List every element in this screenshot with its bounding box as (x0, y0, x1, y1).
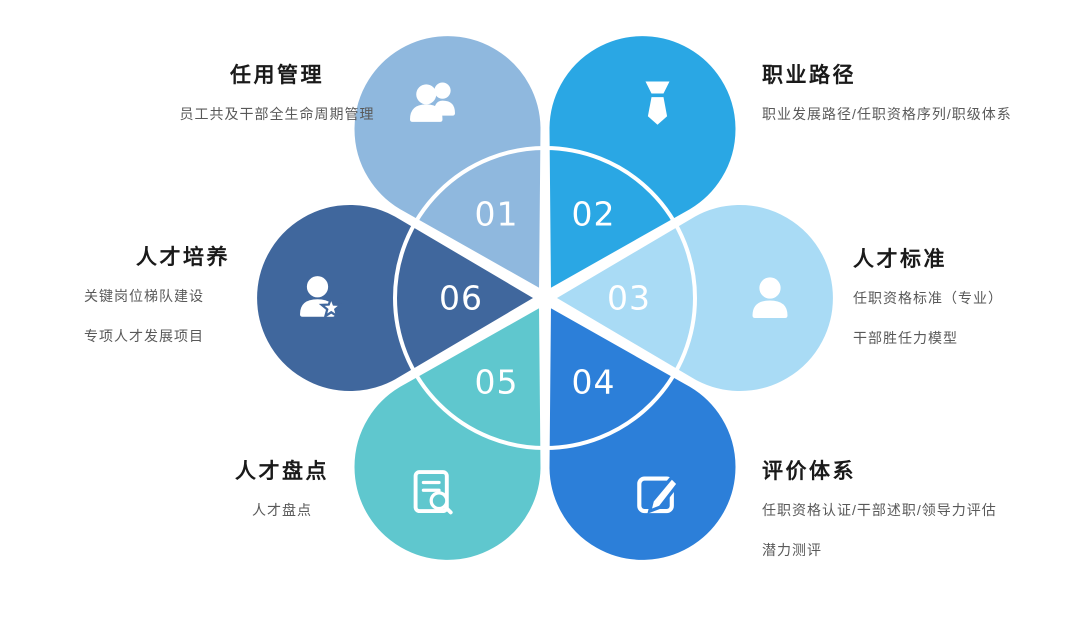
section-title: 评价体系 (762, 460, 856, 483)
edit-icon (637, 474, 681, 514)
section-title: 人才培养 (136, 246, 230, 269)
section-subtitle: 专项人才发展项目 (84, 328, 204, 344)
label-group-02: 职业路径 职业发展路径/任职资格序列/职级体系 (762, 62, 1062, 126)
section-subtitle: 任职资格标准（专业） (853, 290, 1003, 306)
label-group-01: 任用管理 员工共及干部全生命周期管理 (137, 62, 417, 126)
petal-01 (350, 32, 545, 294)
petal-number: 03 (607, 279, 651, 318)
section-subtitle: 任职资格认证/干部述职/领导力评估 (762, 502, 997, 518)
petals-group (253, 32, 837, 564)
section-title: 任用管理 (230, 64, 324, 87)
label-group-05: 人才盘点 人才盘点 (182, 458, 382, 522)
center-ring (393, 146, 697, 450)
document-search-icon (413, 470, 453, 515)
section-title: 职业路径 (762, 64, 856, 87)
section-subtitle: 职业发展路径/任职资格序列/职级体系 (762, 106, 1012, 122)
users-icon (410, 82, 455, 122)
petal-number: 05 (475, 363, 519, 402)
petal-02 (545, 32, 740, 294)
petal-number: 04 (572, 363, 616, 402)
petal-number: 01 (475, 195, 519, 234)
user-star-icon (300, 276, 344, 319)
section-title: 人才盘点 (235, 460, 329, 483)
petal-05 (350, 302, 545, 564)
label-group-03: 人才标准 任职资格标准（专业） 干部胜任力模型 (853, 246, 1081, 350)
petal-04 (545, 302, 740, 564)
section-subtitle: 人才盘点 (252, 502, 312, 518)
label-group-06: 人才培养 关键岗位梯队建设 专项人才发展项目 (84, 244, 314, 348)
section-subtitle: 干部胜任力模型 (853, 330, 958, 346)
section-subtitle: 潜力测评 (762, 542, 822, 558)
user-icon (752, 277, 788, 318)
icons-group (300, 81, 788, 515)
section-subtitle: 员工共及干部全生命周期管理 (179, 106, 375, 122)
tie-icon (645, 81, 670, 125)
section-title: 人才标准 (853, 248, 947, 271)
numbers-group: 01 02 03 04 05 06 (439, 195, 651, 402)
petal-number: 06 (439, 279, 483, 318)
label-group-04: 评价体系 任职资格认证/干部述职/领导力评估 潜力测评 (762, 458, 1081, 562)
petal-number: 02 (572, 195, 616, 234)
section-subtitle: 关键岗位梯队建设 (84, 288, 204, 304)
